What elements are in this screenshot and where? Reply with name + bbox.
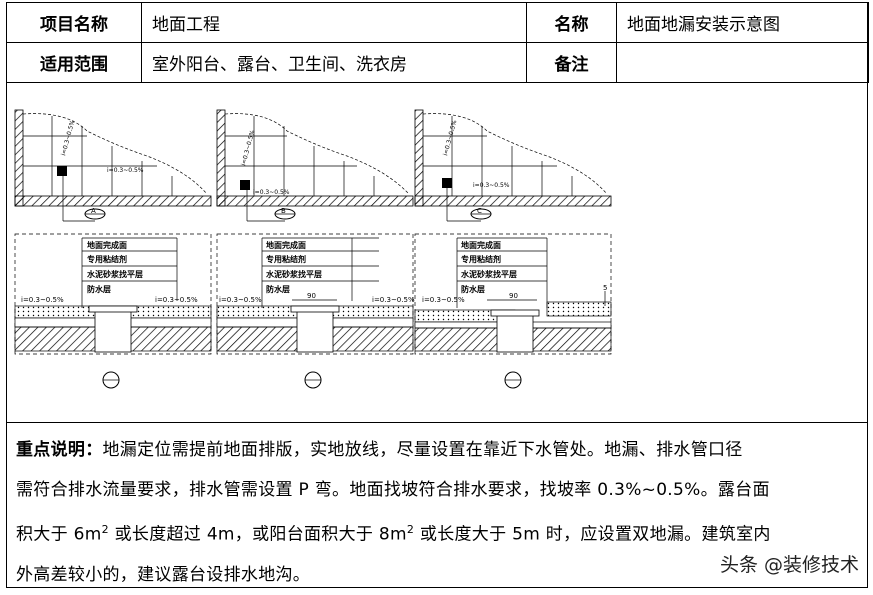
project-name-label: 项目名称: [6, 2, 142, 43]
note-line-3: 积大于 6m2 或长度超过 4m，或阳台面积大于 8m2 或长度大于 5m 时，…: [16, 510, 858, 555]
header-row-1: 项目名称 地面工程 名称 地面地漏安装示意图: [6, 2, 869, 43]
note-text-3e: 或长度大于 5m 时，应设置双地漏。建筑室内: [414, 524, 771, 545]
key-notes: 重点说明：地漏定位需提前地面排版，实地放线，尽量设置在靠近下水管处。地漏、排水管…: [6, 422, 868, 588]
svg-text:i=0.3~0.5%: i=0.3~0.5%: [473, 182, 510, 189]
drawing-area: i=0.3~0.5% i=0.3~0.5% A i=0.3~0.5% i=0.3…: [7, 86, 867, 422]
remark-label: 备注: [526, 42, 617, 83]
svg-text:i=0.3~0.5%: i=0.3~0.5%: [107, 167, 144, 174]
plan-view-c: i=0.3~0.5% i=0.3~0.5% C: [414, 109, 612, 222]
layer-c-3: 水泥砂浆找平层: [460, 269, 517, 279]
note-title: 重点说明：: [16, 440, 103, 460]
dim-90-c: 90: [509, 292, 518, 300]
header-table: 项目名称 地面工程 名称 地面地漏安装示意图 适用范围 室外阳台、露台、卫生间、…: [6, 2, 869, 83]
layer-a-3: 水泥砂浆找平层: [86, 269, 143, 279]
layer-a-1: 地面完成面: [87, 240, 127, 250]
svg-text:i=0.3~0.5%: i=0.3~0.5%: [60, 119, 76, 156]
header-row-2: 适用范围 室外阳台、露台、卫生间、洗衣房 备注: [6, 42, 869, 83]
title-value: 地面地漏安装示意图: [616, 2, 869, 43]
document-frame: [6, 2, 868, 588]
note-sup-1: 2: [101, 523, 109, 536]
slope-a-right: i=0.3~0.5%: [155, 296, 198, 304]
remark-value: [616, 42, 869, 83]
layer-b-3: 水泥砂浆找平层: [265, 269, 322, 279]
scope-value: 室外阳台、露台、卫生间、洗衣房: [141, 42, 527, 83]
note-sup-2: 2: [406, 523, 415, 536]
slope-b-right: i=0.3~0.5%: [372, 296, 415, 304]
project-name-value: 地面工程: [141, 2, 527, 43]
slope-c-left: i=0.3~0.5%: [422, 296, 465, 304]
layer-b-1: 地面完成面: [266, 240, 306, 250]
note-line-2: 需符合排水流量要求，排水管需设置 P 弯。地面找坡符合排水要求，找坡率 0.3%…: [16, 480, 770, 500]
marker-b-top: B: [281, 207, 286, 215]
section-view-b: 地面完成面 专用粘结剂 水泥砂浆找平层 防水层 90 i=0.3~0.5% i=…: [216, 233, 415, 389]
section-view-c: 地面完成面 专用粘结剂 水泥砂浆找平层 防水层 90 5 i=0.3~0.5%: [414, 233, 612, 389]
dim-5-c: 5: [603, 284, 607, 292]
svg-text:i=0.3~0.5%: i=0.3~0.5%: [253, 189, 290, 196]
layer-c-4: 防水层: [461, 284, 485, 294]
svg-text:i=0.3~0.5%: i=0.3~0.5%: [442, 119, 458, 156]
layer-c-2: 专用粘结剂: [461, 254, 501, 264]
layer-c-1: 地面完成面: [461, 240, 501, 250]
watermark: 头条 @装修技术: [719, 554, 859, 576]
dim-90-b: 90: [307, 292, 316, 300]
layer-b-4: 防水层: [266, 284, 290, 294]
note-text-1: 地漏定位需提前地面排版，实地放线，尽量设置在靠近下水管处。地漏、排水管口径: [102, 440, 743, 460]
note-line-1: 重点说明：地漏定位需提前地面排版，实地放线，尽量设置在靠近下水管处。地漏、排水管…: [16, 430, 858, 470]
section-view-a: 地面完成面 专用粘结剂 水泥砂浆找平层 防水层 i=0.3~0.5% i=0.3…: [14, 233, 212, 389]
note-text-3a: 积大于 6m: [16, 524, 102, 545]
note-line-4: 外高差较小的，建议露台设排水地沟。: [16, 564, 311, 585]
layer-a-2: 专用粘结剂: [87, 254, 127, 264]
slope-a-left: i=0.3~0.5%: [21, 296, 64, 304]
floor-drain-drawing: i=0.3~0.5% i=0.3~0.5% A i=0.3~0.5% i=0.3…: [14, 109, 612, 389]
layer-a-4: 防水层: [87, 284, 111, 294]
plan-view-a: i=0.3~0.5% i=0.3~0.5% A: [14, 109, 212, 222]
slope-b-left: i=0.3~0.5%: [219, 296, 262, 304]
note-text-3c: 或长度超过 4m，或阳台面积大于 8m: [108, 524, 407, 545]
plan-view-b: i=0.3~0.5% i=0.3~0.5% B: [216, 109, 414, 222]
layer-b-2: 专用粘结剂: [266, 254, 306, 264]
marker-c-top: C: [477, 207, 482, 215]
marker-a-top: A: [91, 207, 96, 215]
